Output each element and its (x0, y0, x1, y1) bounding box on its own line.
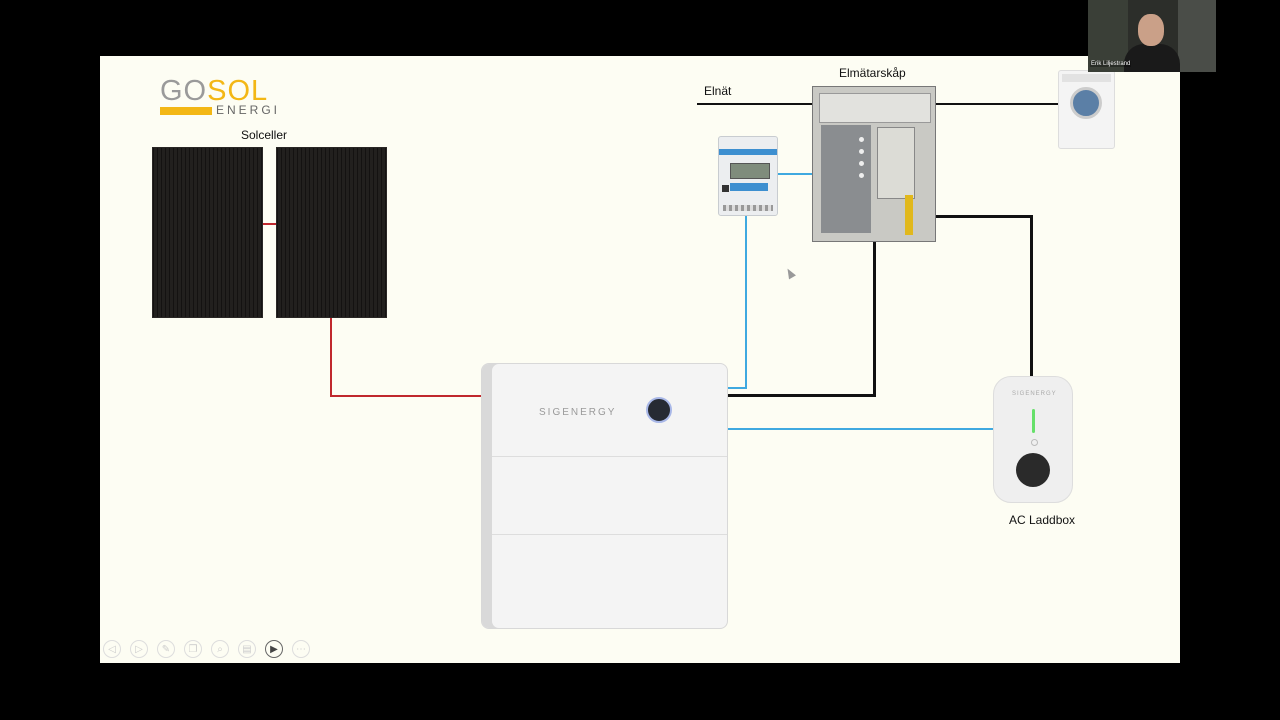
ac-wire-battery-v (873, 240, 876, 397)
ac-wire-grid (697, 103, 812, 105)
zoom-icon[interactable]: ⌕ (211, 640, 229, 658)
presentation-slide: GOSOL ENERGI Solceller Elnät Elmätarskåp… (100, 56, 1180, 663)
play-icon[interactable]: ▷ (130, 640, 148, 658)
ac-charger: SIGENERGY (993, 376, 1073, 503)
solar-panels-label: Solceller (241, 128, 288, 142)
ac-wire-charger-h (934, 215, 1033, 218)
video-icon[interactable]: ▶ (265, 640, 283, 658)
more-icon[interactable]: ⋯ (292, 640, 310, 658)
mouse-cursor-icon (784, 266, 796, 280)
washing-machine (1058, 70, 1115, 149)
charger-brand: SIGENERGY (1012, 391, 1057, 397)
presenter-face (1138, 14, 1164, 46)
participant-name: Erik Liljestrand (1090, 61, 1132, 67)
slideshow-toolbar: ◁ ▷ ✎ ❐ ⌕ ▤ ▶ ⋯ (103, 640, 310, 658)
comm-wire-meter-down (745, 214, 747, 389)
meter-cabinet (812, 86, 936, 242)
gosol-logo: GOSOL ENERGI (160, 76, 280, 118)
comm-wire-battery-charger (726, 428, 994, 430)
ac-wire-battery-h (726, 394, 876, 397)
logo-text: GOSOL (160, 75, 269, 107)
ac-wire-washer (934, 103, 1058, 105)
ac-wire-charger-v (1030, 215, 1033, 377)
copy-icon[interactable]: ❐ (184, 640, 202, 658)
meter-cabinet-label: Elmätarskåp (839, 66, 906, 80)
comm-wire-meter-cabinet (777, 173, 812, 175)
logo-bar (160, 107, 212, 115)
webcam-thumbnail[interactable]: Erik Liljestrand (1088, 0, 1216, 72)
comm-wire-meter-battery (726, 387, 747, 389)
arrow-left-icon[interactable]: ◁ (103, 640, 121, 658)
battery-power-button (646, 397, 672, 423)
solar-panel (152, 147, 263, 318)
charger-socket (1016, 453, 1050, 487)
dc-wire-panels (261, 223, 276, 225)
pen-icon[interactable]: ✎ (157, 640, 175, 658)
energy-meter (718, 136, 778, 216)
charger-status-led (1032, 409, 1035, 433)
dc-wire-down (330, 316, 332, 397)
grid-label: Elnät (704, 84, 732, 98)
slides-icon[interactable]: ▤ (238, 640, 256, 658)
ac-charger-label: AC Laddbox (1009, 513, 1076, 527)
solar-panel (276, 147, 387, 318)
dc-wire-to-battery (330, 395, 482, 397)
battery-brand: SIGENERGY (539, 407, 617, 418)
battery-inverter: SIGENERGY (481, 363, 728, 629)
logo-subtext: ENERGI (216, 103, 281, 117)
